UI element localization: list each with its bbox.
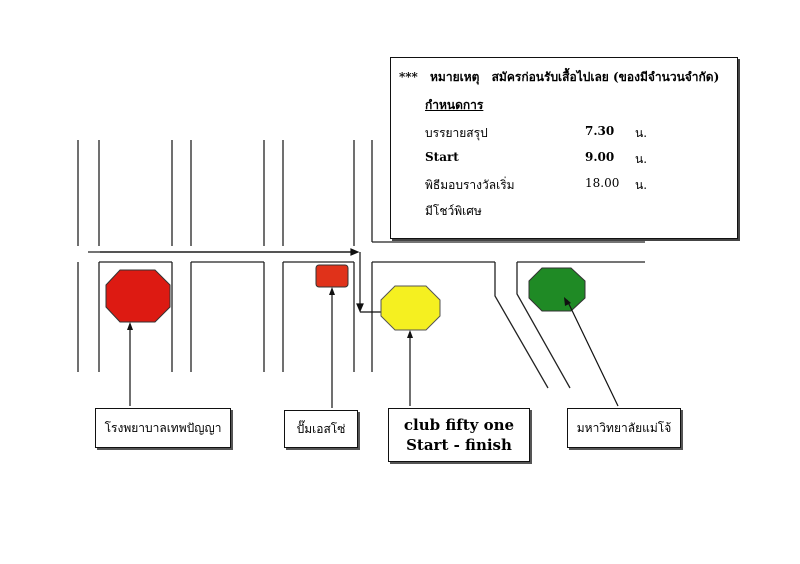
- schedule-row: บรรยายสรุป 7.30 น.: [425, 124, 647, 143]
- gas-station-label: ปั๊มเอสโซ่: [284, 410, 358, 448]
- schedule-time: 18.00: [585, 176, 620, 190]
- club-label: club fifty one Start - finish: [388, 408, 530, 462]
- schedule-unit: น.: [635, 126, 648, 140]
- schedule-row: มีโชว์พิเศษ: [425, 202, 482, 221]
- schedule-event: บรรยายสรุป: [425, 126, 488, 140]
- notice-line: *** หมายเหตุ สมัครก่อนรับเสื้อไปเลย (ของ…: [399, 68, 719, 87]
- notice-box: *** หมายเหตุ สมัครก่อนรับเสื้อไปเลย (ของ…: [390, 57, 738, 239]
- gas-station-marker-icon: [315, 264, 349, 288]
- notice-heading: หมายเหตุ: [430, 70, 480, 84]
- schedule-title: กำหนดการ: [425, 98, 484, 112]
- notice-stars: ***: [399, 70, 418, 84]
- notice-text: สมัครก่อนรับเสื้อไปเลย (ของมีจำนวนจำกัด): [491, 70, 720, 84]
- schedule-unit: น.: [635, 178, 648, 192]
- schedule-time: 7.30: [585, 124, 615, 138]
- club-marker-icon: [380, 285, 441, 331]
- schedule-time: 9.00: [585, 150, 615, 164]
- hospital-marker-icon: [105, 269, 171, 323]
- schedule-event: Start: [425, 150, 459, 164]
- club-label-line1: club fifty one: [403, 416, 515, 434]
- university-marker-icon: [528, 267, 586, 312]
- pointer-arrowheads: [127, 287, 571, 338]
- schedule-event: พิธีมอบรางวัลเริ่ม: [425, 178, 515, 192]
- club-label-line2: Start - finish: [406, 436, 512, 454]
- schedule-row: Start 9.00 น.: [425, 150, 647, 166]
- schedule-unit: น.: [635, 152, 648, 166]
- university-label: มหาวิทยาลัยแม่โจ้: [567, 408, 681, 448]
- schedule-event: มีโชว์พิเศษ: [425, 204, 482, 218]
- road-lines: [77, 140, 645, 389]
- hospital-label: โรงพยาบาลเทพปัญญา: [95, 408, 231, 448]
- schedule-row: พิธีมอบรางวัลเริ่ม 18.00 น.: [425, 176, 647, 195]
- pointer-lines: [129, 290, 619, 408]
